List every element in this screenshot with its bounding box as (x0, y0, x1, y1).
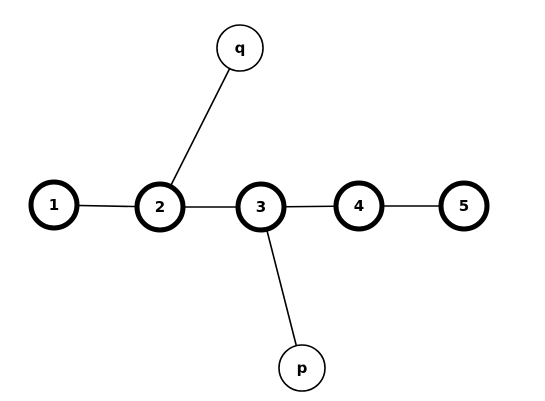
node-5: 5 (438, 180, 490, 232)
node-circle-5 (438, 180, 490, 232)
node-label-4: 4 (354, 197, 364, 215)
node-label-1: 1 (49, 196, 59, 214)
node-q: q (216, 24, 264, 72)
node-circle-4 (333, 180, 385, 232)
node-circle-1 (28, 179, 80, 231)
node-p: p (278, 344, 326, 392)
node-label-5: 5 (459, 197, 469, 215)
node-label-q: q (235, 39, 246, 57)
node-1: 1 (28, 179, 80, 231)
node-circle-3 (235, 181, 287, 233)
node-circle-p (278, 344, 326, 392)
nodes-layer: 1 2 3 4 5 q p (28, 24, 490, 392)
node-2: 2 (134, 181, 186, 233)
node-4: 4 (333, 180, 385, 232)
node-label-p: p (297, 359, 308, 377)
node-label-2: 2 (155, 198, 165, 216)
node-3: 3 (235, 181, 287, 233)
edge-2-q (159, 47, 241, 208)
node-label-3: 3 (256, 198, 266, 216)
node-circle-q (216, 24, 264, 72)
node-circle-2 (134, 181, 186, 233)
edge-3-p (260, 206, 303, 369)
